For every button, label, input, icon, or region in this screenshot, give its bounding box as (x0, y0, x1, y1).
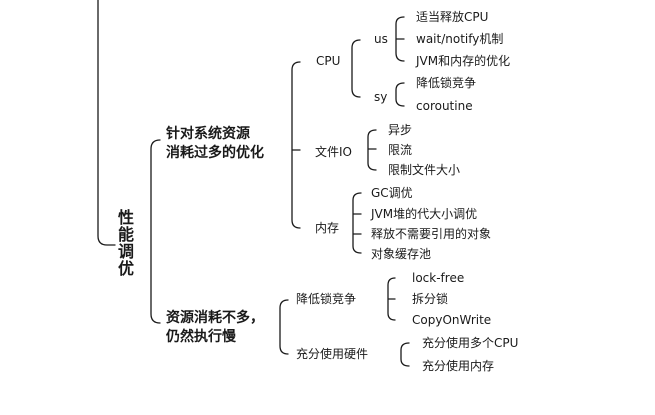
us-bracket (395, 16, 405, 62)
branch-consumption-label-line1: 针对系统资源 (166, 126, 250, 142)
fileio-item-2: 限流 (388, 143, 413, 157)
branch-slow-label-line1: 资源消耗不多， (166, 310, 264, 326)
sy-bracket (395, 82, 405, 107)
hardware-item-2: 充分使用内存 (422, 359, 495, 373)
memory-item-1: GC调优 (371, 186, 413, 200)
root-stem (97, 0, 116, 246)
lock-item-3: CopyOnWrite (412, 313, 492, 327)
us-item-3: JVM和内存的优化 (416, 54, 511, 68)
memory-item-2: JVM堆的代大小调优 (371, 207, 478, 221)
fileio-node: 文件IO (315, 145, 352, 159)
memory-item-4: 对象缓存池 (371, 247, 432, 261)
fileio-item-1: 异步 (388, 123, 413, 137)
hardware-node: 充分使用硬件 (296, 347, 369, 361)
root-bracket (150, 139, 161, 324)
memory-bracket (352, 192, 362, 254)
cpu-node: CPU (316, 54, 341, 68)
fileio-bracket (367, 129, 377, 171)
cpu-bracket (351, 39, 361, 98)
branch1-bracket (291, 61, 301, 229)
lock-item-2: 拆分锁 (412, 292, 449, 306)
lock-bracket (387, 277, 396, 321)
sy-node: sy (374, 90, 388, 104)
root-node: 性能调优 (117, 208, 134, 278)
hardware-bracket (400, 342, 410, 367)
hardware-item-1: 充分使用多个CPU (422, 336, 519, 350)
us-item-1: 适当释放CPU (416, 10, 489, 24)
us-node: us (374, 32, 388, 46)
memory-node: 内存 (315, 221, 340, 235)
sy-item-1: 降低锁竞争 (416, 76, 477, 90)
branch-slow-label-line2: 仍然执行慢 (166, 329, 236, 345)
branch2-bracket (279, 299, 289, 355)
branch-consumption-label-line2: 消耗过多的优化 (166, 145, 264, 161)
lock-node: 降低锁竞争 (296, 292, 357, 306)
us-item-2: wait/notify机制 (416, 32, 504, 46)
fileio-item-3: 限制文件大小 (388, 163, 461, 177)
memory-item-3: 释放不需要引用的对象 (371, 227, 492, 241)
sy-item-2: coroutine (416, 99, 473, 113)
lock-item-1: lock-free (412, 271, 465, 285)
